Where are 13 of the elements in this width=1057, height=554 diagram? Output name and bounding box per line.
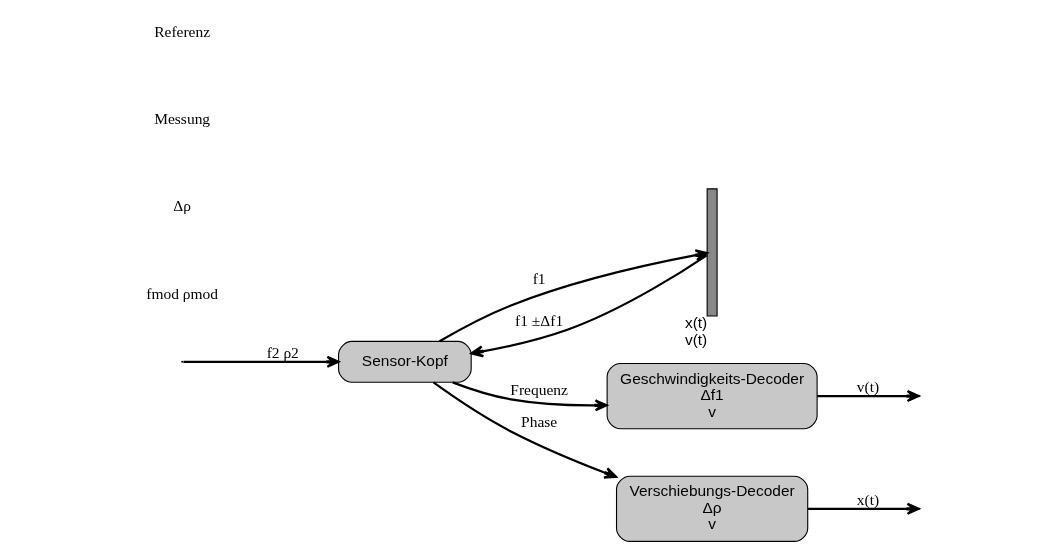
edge-label: Frequenz — [510, 381, 568, 399]
edge-label: f1 — [532, 269, 546, 287]
label: Messung — [154, 109, 211, 127]
edge-label: Phase — [521, 413, 558, 431]
label: Referenz — [154, 22, 211, 40]
node-label: x(t) — [684, 314, 708, 332]
node-label: v(t) — [684, 330, 708, 348]
edge-label: f2 ρ2 — [266, 343, 299, 361]
edge-label: f1 ±Δf1 — [515, 311, 564, 329]
label: fmod ρmod — [146, 284, 219, 302]
label: Δρ — [173, 197, 192, 215]
edge-label: x(t) — [856, 490, 880, 508]
edge-label: v(t) — [856, 377, 880, 395]
